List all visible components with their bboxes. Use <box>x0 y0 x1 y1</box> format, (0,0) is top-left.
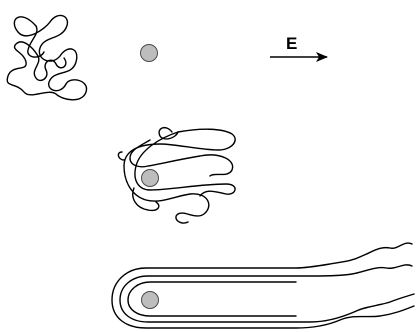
stage-2-hooking-coil <box>118 128 235 223</box>
polymer-coil <box>7 15 86 99</box>
field-label: E <box>286 34 297 53</box>
obstacle-post <box>142 292 159 309</box>
polymer-hooked-coil <box>124 128 235 223</box>
polymer-hooked-inner <box>130 132 235 196</box>
stage-3-stretched-hairpin <box>112 243 414 328</box>
obstacle-post <box>142 170 159 187</box>
electric-field-indicator: E <box>270 34 327 57</box>
obstacle-post <box>141 45 158 62</box>
polymer-hairpin-outer <box>112 243 414 328</box>
stage-1-relaxed-coil <box>7 15 157 99</box>
polymer-hairpin-middle <box>120 265 414 322</box>
